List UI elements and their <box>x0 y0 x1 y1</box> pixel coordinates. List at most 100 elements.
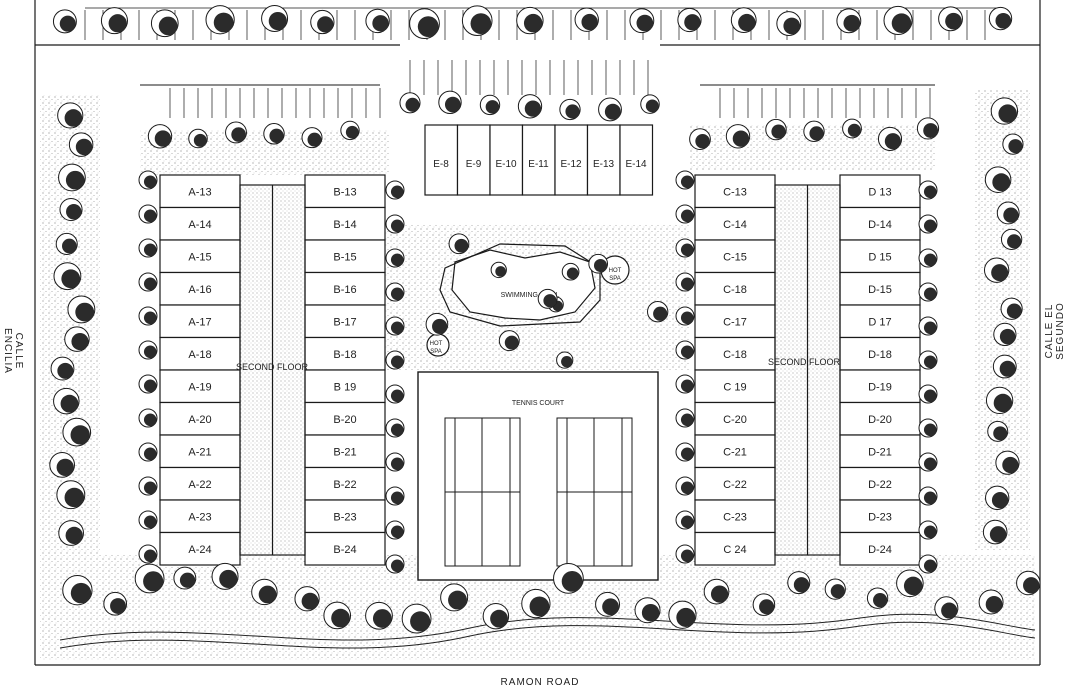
tree <box>385 350 405 370</box>
unit-b <box>304 499 386 534</box>
tree <box>173 566 197 590</box>
tree <box>675 170 695 190</box>
tree <box>385 520 405 540</box>
unit-label: B-18 <box>333 349 356 361</box>
unit-a <box>159 434 241 469</box>
unit-label: B 19 <box>334 381 357 393</box>
tree <box>588 253 609 274</box>
tree <box>498 330 520 352</box>
unit-a <box>159 369 241 404</box>
tree <box>842 118 862 139</box>
tree <box>982 519 1008 545</box>
hot-spa-left-line2: SPA <box>430 349 442 355</box>
tree <box>211 562 239 590</box>
tree <box>987 420 1009 442</box>
tree <box>521 588 551 619</box>
tree <box>365 8 390 34</box>
unit-label: A-15 <box>188 251 211 263</box>
tree <box>385 248 405 268</box>
tree <box>824 578 846 600</box>
tennis-label: TENNIS COURT <box>512 400 565 407</box>
tree <box>629 8 655 34</box>
unit-label: D-18 <box>868 349 892 361</box>
tree <box>918 554 938 574</box>
tree <box>340 120 360 141</box>
tree <box>675 306 695 326</box>
tree <box>138 204 158 224</box>
tree <box>138 510 158 530</box>
tree <box>561 262 580 281</box>
tree <box>877 126 903 151</box>
tree <box>67 295 96 324</box>
tree <box>675 544 695 564</box>
tree <box>138 374 158 394</box>
tree <box>984 166 1012 193</box>
pool-label: SWIMMING POOL <box>501 292 560 299</box>
unit-label: E-13 <box>593 159 615 170</box>
tree <box>409 8 440 40</box>
tree <box>675 204 695 224</box>
unit-label: C-13 <box>723 186 747 198</box>
tree <box>765 118 787 141</box>
tree <box>138 272 158 292</box>
tree <box>675 238 695 258</box>
unit-label: C-22 <box>723 479 747 491</box>
tree <box>385 282 405 302</box>
unit-c <box>694 401 776 436</box>
tree <box>985 485 1010 510</box>
unit-label: B-20 <box>333 414 356 426</box>
street-label-calle-encilia: CALLE ENCILIA <box>2 328 24 374</box>
tree <box>138 544 158 564</box>
unit-b <box>304 271 386 306</box>
unit-label: A-14 <box>188 219 211 231</box>
tree <box>916 117 940 140</box>
tree <box>138 408 158 428</box>
tree <box>482 602 510 630</box>
unit-label: A-22 <box>188 479 211 491</box>
tree <box>188 128 208 149</box>
tree <box>134 563 165 594</box>
tree <box>595 591 621 617</box>
tree <box>918 214 938 234</box>
tree <box>57 102 84 129</box>
tree <box>294 586 320 612</box>
tree <box>461 5 493 36</box>
unit-b <box>304 401 386 436</box>
unit-e <box>489 124 524 196</box>
trees <box>49 4 1041 634</box>
tree <box>365 601 393 630</box>
unit-label: A-16 <box>188 284 211 296</box>
unit-label: C-18 <box>723 284 747 296</box>
unit-label: D-23 <box>868 511 892 523</box>
tree <box>62 417 92 447</box>
unit-label: B-16 <box>333 284 356 296</box>
tree <box>553 563 584 594</box>
tree <box>836 8 862 34</box>
unit-a <box>159 401 241 436</box>
unit-label: E-14 <box>625 159 647 170</box>
tree <box>675 510 695 530</box>
tree <box>647 301 669 323</box>
tree <box>385 452 405 472</box>
unit-label: B-14 <box>333 219 356 231</box>
unit-label: D-15 <box>868 284 892 296</box>
tree <box>996 201 1020 225</box>
unit-label: A-19 <box>188 381 211 393</box>
unit-label: D-22 <box>868 479 892 491</box>
unit-d <box>839 174 921 209</box>
tree <box>675 272 695 292</box>
unit-label: D-20 <box>868 414 892 426</box>
unit-label: D 15 <box>868 251 891 263</box>
tree <box>978 589 1004 615</box>
unit-label: C-23 <box>723 511 747 523</box>
tree <box>559 98 581 121</box>
unit-e <box>521 124 556 196</box>
unit-d <box>839 531 921 566</box>
tree <box>918 418 938 438</box>
tree <box>918 180 938 200</box>
tree <box>675 374 695 394</box>
unit-c <box>694 271 776 306</box>
unit-label: D-24 <box>868 544 892 556</box>
unit-label: D 13 <box>868 186 891 198</box>
tree <box>689 128 711 150</box>
